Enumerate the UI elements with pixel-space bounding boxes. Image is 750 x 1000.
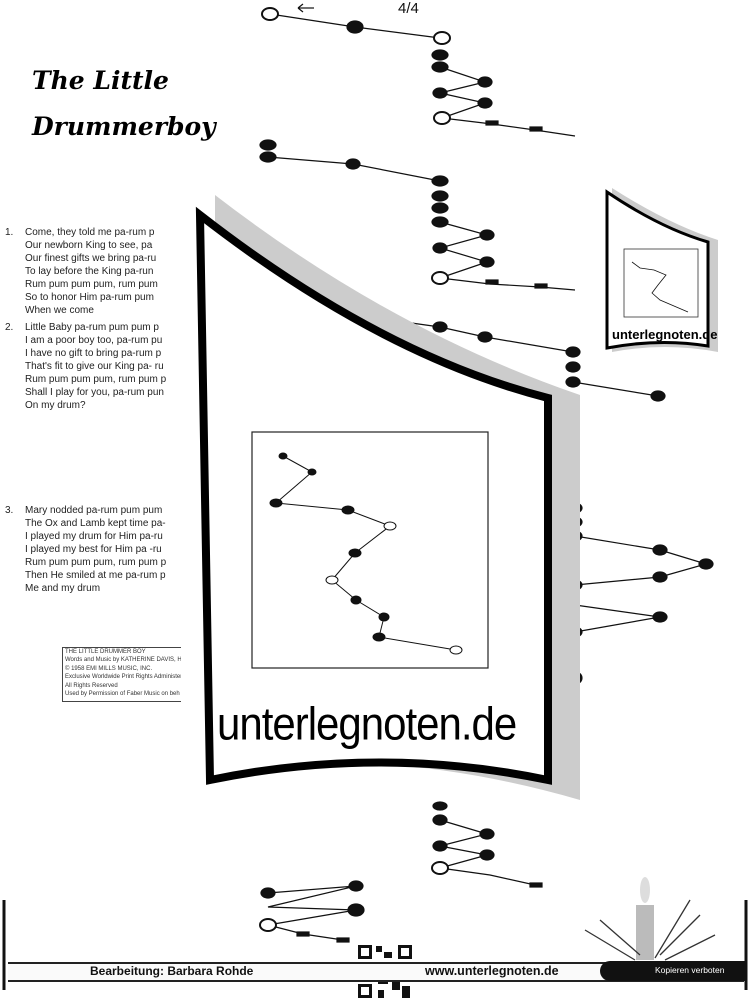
arranger-credit: Bearbeitung: Barbara Rohde <box>90 964 254 978</box>
copyright-line: Used by Permission of Faber Music on beh <box>65 691 180 698</box>
lyric-line: On my drum? <box>25 400 86 411</box>
watermark-text-large: unterlegnoten.de <box>217 697 517 750</box>
lyric-line: Me and my drum <box>25 583 101 594</box>
lyric-line: So to honor Him pa-rum pum <box>25 292 154 303</box>
footer-bar <box>8 962 744 982</box>
lyric-line: Shall I play for you, pa-rum pun <box>25 387 164 398</box>
verse-number: 2. <box>5 322 14 333</box>
copyright-notice: THE LITTLE DRUMMER BOY Words and Music b… <box>62 647 181 702</box>
lyric-line: The Ox and Lamb kept time pa- <box>25 518 166 529</box>
title-line-2: Drummerboy <box>32 112 216 141</box>
watermark-frame <box>195 188 718 800</box>
page-number: 4/4 <box>398 0 419 17</box>
title-line-1: The Little <box>32 66 169 95</box>
verse-2: 2. Little Baby pa-rum pum pum p I am a p… <box>5 321 180 412</box>
copy-prohibited-text: Kopieren verboten <box>655 965 725 975</box>
lyric-line: Our newborn King to see, pa <box>25 240 153 251</box>
copy-prohibited-badge: Kopieren verboten <box>600 961 745 981</box>
lyric-line: I played my drum for Him pa-ru <box>25 531 163 542</box>
lyric-line: Then He smiled at me pa-rum p <box>25 570 166 581</box>
copyright-line: THE LITTLE DRUMMER BOY <box>65 649 146 655</box>
verse-3: 3. Mary nodded pa-rum pum pum The Ox and… <box>5 504 180 595</box>
verse-number: 3. <box>5 505 14 516</box>
copyright-line: Exclusive Worldwide Print Rights Adminis… <box>65 674 181 681</box>
candle-decoration <box>584 877 716 961</box>
copyright-line: All Rights Reserved <box>65 682 118 689</box>
song-title: The Little Drummerboy <box>32 58 216 150</box>
lyric-line: Rum pum pum pum, rum pum <box>25 279 158 290</box>
lyric-line: Rum pum pum pum, rum pum p <box>25 374 167 385</box>
watermark-text-small: unterlegnoten.de <box>612 327 718 342</box>
copyright-line: © 1958 EMI MILLS MUSIC, INC. <box>65 665 153 672</box>
website-link[interactable]: www.unterlegnoten.de <box>425 964 559 978</box>
lyric-line: I played my best for Him pa -ru <box>25 544 162 555</box>
lyric-line: Our finest gifts we bring pa-ru <box>25 253 157 264</box>
verse-1: 1. Come, they told me pa-rum p Our newbo… <box>5 226 180 317</box>
lyric-line: Come, they told me pa-rum p <box>25 227 155 238</box>
lyric-line: Rum pum pum pum, rum pum p <box>25 557 167 568</box>
lyric-line: I have no gift to bring pa-rum p <box>25 348 162 359</box>
verse-number: 1. <box>5 227 14 238</box>
lyric-line: That's fit to give our King pa- ru <box>25 361 164 372</box>
copyright-line: Words and Music by KATHERINE DAVIS, H <box>65 657 181 664</box>
lyric-line: Little Baby pa-rum pum pum p <box>25 322 159 333</box>
lyric-line: When we come <box>25 305 94 316</box>
lyric-line: I am a poor boy too, pa-rum pu <box>25 335 163 346</box>
lyric-line: Mary nodded pa-rum pum pum <box>25 505 163 516</box>
lyric-line: To lay before the King pa-run <box>25 266 154 277</box>
